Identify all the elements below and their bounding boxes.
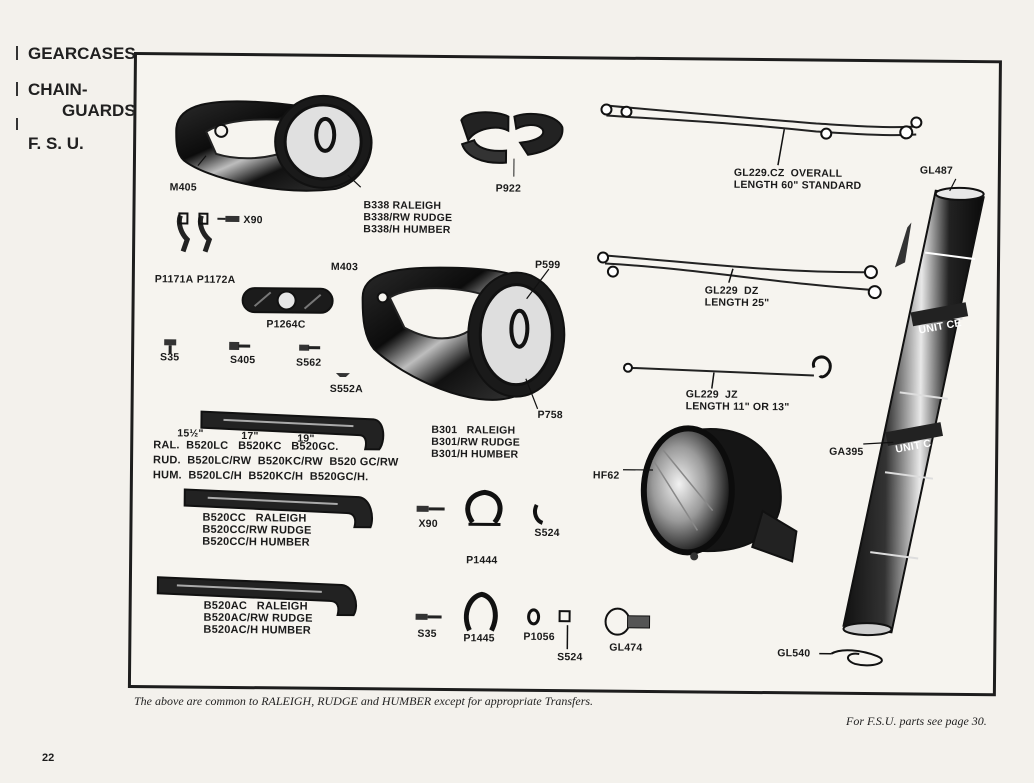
label-b520ac: B520AC RALEIGH B520AC/RW RUDGE B520AC/H … (203, 599, 313, 637)
parts-diagram-frame: M405 B338 RALEIGH B338/RW RUDGE B338/H H… (127, 52, 1002, 697)
clips-drawing (415, 489, 571, 650)
caption-common-parts: The above are common to RALEIGH, RUDGE a… (134, 694, 594, 708)
label-x90-top: X90 (243, 214, 263, 227)
label-gl229jz: GL229 JZ LENGTH 11" OR 13" (685, 388, 790, 414)
label-gl540: GL540 (777, 647, 811, 660)
heading-gearcases: GEARCASES (28, 44, 136, 63)
label-s35-low: S35 (417, 627, 437, 640)
label-ga395: GA395 (829, 445, 864, 459)
heading-fsu: F. S. U. (28, 134, 84, 153)
label-p1445: P1445 (463, 632, 495, 645)
headlamp-hf62-drawing (640, 425, 798, 563)
gearcase-m403-drawing (361, 266, 566, 401)
label-b301: B301 RALEIGH B301/RW RUDGE B301/H HUMBER (431, 423, 521, 461)
label-gl487: GL487 (919, 164, 954, 177)
label-b520cc: B520CC RALEIGH B520CC/RW RUDGE B520CC/H … (202, 511, 312, 549)
screws-drawing (164, 339, 350, 378)
label-s524-mid: S524 (534, 526, 560, 540)
label-p1172a: P1172A (196, 273, 236, 286)
plate-p1264c-drawing (241, 287, 334, 314)
bulb-gl474-drawing (604, 607, 651, 636)
label-gl229cz: GL229.CZ OVERALL LENGTH 60" STANDARD (733, 166, 862, 192)
label-s35-top: S35 (160, 351, 180, 364)
label-p1264c: P1264C (266, 318, 306, 331)
cables-drawing (597, 103, 923, 389)
label-p599: P599 (534, 258, 561, 272)
label-s552a: S552A (329, 382, 363, 396)
parts-illustration (156, 94, 985, 667)
label-s405: S405 (229, 353, 256, 367)
brackets-drawing (176, 212, 240, 253)
label-p1171a: P1171A (154, 273, 194, 286)
heading-marker (16, 118, 18, 130)
chainguard-size-1: 15½" (177, 427, 204, 440)
label-s562: S562 (295, 356, 322, 369)
label-hf62: HF62 (592, 469, 620, 482)
label-p1444: P1444 (466, 554, 498, 567)
label-m405: M405 (169, 181, 197, 194)
heading-chain: CHAIN- (28, 80, 88, 99)
clamp-p922-drawing (460, 111, 564, 177)
label-gl229dz: GL229 DZ LENGTH 25" (704, 284, 770, 310)
heading-guards: GUARDS (62, 101, 136, 120)
chainguard-table-row: HUM. B520LC/H B520KC/H B520GC/H. (152, 469, 369, 484)
heading-marker (16, 46, 18, 60)
tube-ga395-drawing (842, 186, 985, 637)
clip-gl540-drawing (819, 649, 883, 667)
caption-fsu-reference: For F.S.U. parts see page 30. (846, 714, 987, 728)
label-gl474: GL474 (609, 641, 643, 654)
label-s524-low: S524 (557, 651, 583, 664)
chainguard-table-row: RUD. B520LC/RW B520KC/RW B520 GC/RW (153, 454, 399, 469)
chainguard-table-row: RAL. B520LC B520KC B520GC. (153, 439, 339, 453)
leader-lines (197, 155, 957, 471)
label-m403: M403 (330, 260, 359, 274)
label-p1056: P1056 (523, 630, 555, 644)
heading-marker (16, 82, 18, 96)
label-x90-mid: X90 (418, 517, 438, 530)
chainguards-drawing (156, 410, 385, 617)
gearcase-m405-drawing (175, 94, 373, 192)
label-p758: P758 (537, 408, 563, 422)
label-p922: P922 (495, 182, 522, 195)
page-number: 22 (42, 752, 55, 764)
label-b338: B338 RALEIGH B338/RW RUDGE B338/H HUMBER (363, 199, 453, 237)
